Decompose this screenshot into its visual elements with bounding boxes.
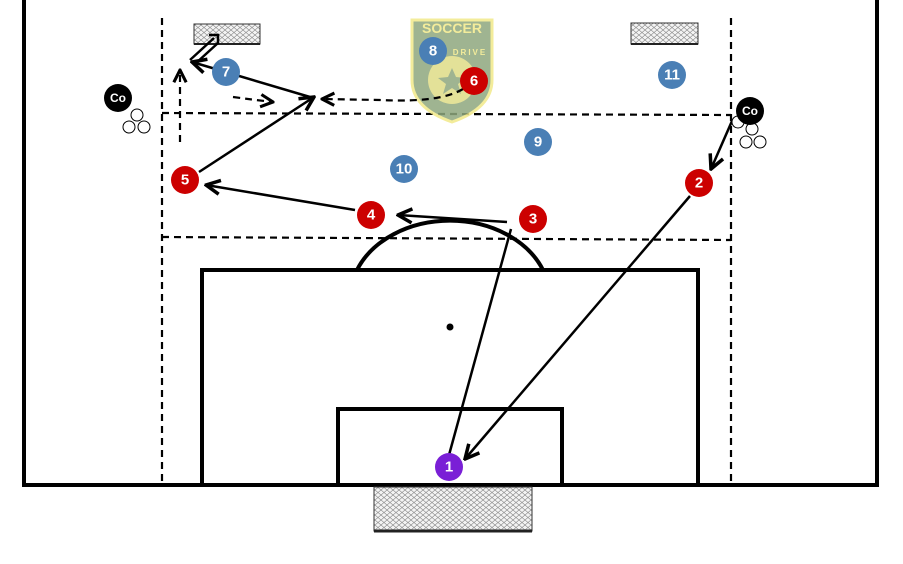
attacker-5[interactable]: 5 — [171, 166, 199, 194]
attacker-6[interactable]: 6 — [460, 67, 488, 95]
svg-text:10: 10 — [396, 161, 413, 178]
svg-text:9: 9 — [534, 134, 542, 151]
logo-text-2: DRIVE — [453, 48, 487, 57]
goalkeeper-1[interactable]: 1 — [435, 453, 463, 481]
pass-arrow-3-to-4 — [398, 215, 508, 222]
svg-text:4: 4 — [367, 207, 376, 224]
svg-text:11: 11 — [664, 67, 680, 84]
shot-arrow — [189, 33, 220, 65]
counter-goal-left — [193, 23, 261, 45]
main-goal — [373, 486, 533, 532]
pass-line-gk-to-3 — [447, 228, 513, 456]
svg-text:1: 1 — [445, 459, 453, 476]
defender-7[interactable]: 7 — [212, 58, 240, 86]
pass-arrow-6-to-7-area — [192, 62, 311, 99]
defender-8[interactable]: 8 — [419, 37, 447, 65]
svg-text:Co: Co — [742, 104, 758, 118]
svg-text:7: 7 — [222, 64, 230, 81]
svg-text:2: 2 — [695, 175, 703, 192]
balls — [122, 108, 767, 149]
six-yard-box — [336, 407, 564, 487]
attacker-2[interactable]: 2 — [685, 169, 713, 197]
penalty-spot — [446, 323, 454, 331]
pass-arrow-5-to-6 — [198, 97, 314, 174]
attacker-4[interactable]: 4 — [357, 201, 385, 229]
svg-text:6: 6 — [470, 73, 478, 90]
svg-text:8: 8 — [429, 43, 437, 60]
pass-arrow-4-to-5 — [206, 185, 356, 212]
field-lines — [22, 0, 879, 487]
run-6 — [322, 88, 464, 101]
logo-text-1: SOCCER — [422, 20, 482, 36]
svg-text:5: 5 — [181, 172, 189, 189]
defender-11[interactable]: 11 — [658, 61, 686, 89]
run-7 — [232, 97, 273, 102]
svg-text:3: 3 — [529, 211, 537, 228]
movement-arrows — [180, 33, 734, 459]
defender-10[interactable]: 10 — [390, 155, 418, 183]
goals — [193, 22, 699, 533]
zone-lines — [160, 18, 733, 482]
svg-text:Co: Co — [110, 91, 126, 105]
pass-arrow-2-to-1 — [465, 195, 691, 459]
coach-right[interactable]: Co — [736, 97, 764, 125]
coach-pass-to-2 — [711, 120, 734, 169]
counter-goal-right — [630, 22, 699, 45]
penalty-arc — [355, 218, 545, 271]
coach-left[interactable]: Co — [104, 84, 132, 112]
defender-9[interactable]: 9 — [524, 128, 552, 156]
attacker-3[interactable]: 3 — [519, 205, 547, 233]
